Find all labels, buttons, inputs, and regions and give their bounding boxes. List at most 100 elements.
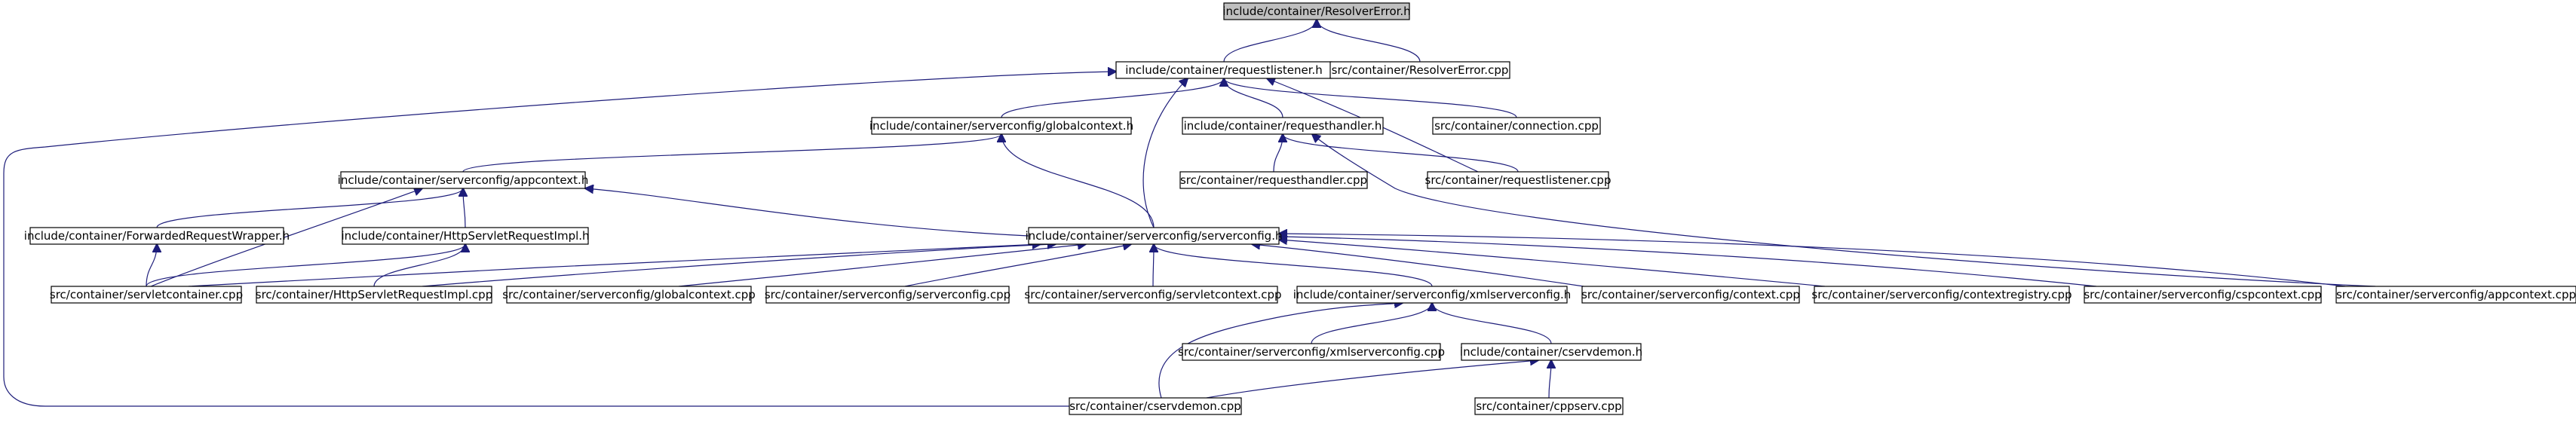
edge-servletcontainer_cpp-to-appctx_h xyxy=(150,188,422,287)
edge-context_cpp-to-serverconfig_h xyxy=(1252,244,1584,287)
node-label: src/container/cservdemon.cpp xyxy=(1069,399,1241,413)
node-label: src/container/connection.cpp xyxy=(1434,119,1599,133)
edge-servletctx_cpp-to-serverconfig_h xyxy=(1153,244,1154,287)
edge-httpreq_cpp-to-serverconfig_h xyxy=(422,244,1056,287)
edge-xmlconfig_cpp-to-xmlconfig_h xyxy=(1311,303,1432,344)
edge-reqlistener_cpp-to-reqlistener_h xyxy=(1267,78,1479,173)
node-reqhandler-h[interactable]: include/container/requesthandler.h xyxy=(1182,117,1384,135)
node-box xyxy=(1223,2,1410,20)
node-label: include/container/ForwardedRequestWrappe… xyxy=(24,229,290,243)
node-box xyxy=(1329,61,1510,79)
edge-reqhandler_h-to-reqlistener_h xyxy=(1224,78,1283,118)
node-box xyxy=(29,227,284,245)
node-box xyxy=(1432,117,1601,135)
node-label: src/container/serverconfig/context.cpp xyxy=(1581,288,1800,301)
node-label: include/container/requestlistener.h xyxy=(1125,63,1323,77)
node-label: src/container/serverconfig/servletcontex… xyxy=(1024,288,1281,301)
node-reqhandler-cpp[interactable]: src/container/requesthandler.cpp xyxy=(1179,171,1368,189)
node-serverconfig-h[interactable]: include/container/serverconfig/servercon… xyxy=(1026,227,1283,245)
edge-cservdemon_h-to-xmlconfig_h xyxy=(1432,303,1552,344)
node-xmlconfig-cpp[interactable]: src/container/serverconfig/xmlserverconf… xyxy=(1178,343,1445,361)
node-box xyxy=(1581,286,1800,304)
node-box xyxy=(1182,117,1384,135)
edge-serverconfig_h-to-appctx_h xyxy=(585,188,1029,237)
node-context-cpp[interactable]: src/container/serverconfig/context.cpp xyxy=(1581,286,1800,304)
node-appctx-cpp[interactable]: src/container/serverconfig/appcontext.cp… xyxy=(2335,286,2576,304)
edge-httpreq_h-to-appctx_h xyxy=(463,188,465,228)
node-label: include/container/serverconfig/servercon… xyxy=(1026,229,1283,243)
edge-fwdwrapper_h-to-appctx_h xyxy=(156,188,463,228)
node-label: include/container/serverconfig/appcontex… xyxy=(338,173,589,187)
node-globalctx-cpp[interactable]: src/container/serverconfig/globalcontext… xyxy=(502,286,756,304)
node-cservdemon-h[interactable]: include/container/cservdemon.h xyxy=(1460,343,1642,361)
node-label: src/container/requestlistener.cpp xyxy=(1425,173,1612,187)
node-label: include/container/serverconfig/xmlserver… xyxy=(1293,288,1572,301)
node-globalctx-h[interactable]: include/container/serverconfig/globalcon… xyxy=(869,117,1133,135)
node-appctx-h[interactable]: include/container/serverconfig/appcontex… xyxy=(338,171,589,189)
node-cppserv-cpp[interactable]: src/container/cppserv.cpp xyxy=(1474,397,1624,415)
node-cservdemon-cpp[interactable]: src/container/cservdemon.cpp xyxy=(1069,397,1242,415)
node-label: src/container/serverconfig/contextregist… xyxy=(1811,288,2072,301)
node-box xyxy=(1028,286,1278,304)
edge-cppserv_cpp-to-cservdemon_h xyxy=(1549,360,1551,399)
node-box xyxy=(2084,286,2322,304)
node-box xyxy=(506,286,752,304)
node-box xyxy=(1427,171,1609,189)
node-label: include/container/ResolverError.h xyxy=(1222,5,1410,18)
node-box xyxy=(1474,397,1624,415)
node-serverconfig-cpp[interactable]: src/container/serverconfig/serverconfig.… xyxy=(765,286,1010,304)
node-box xyxy=(51,286,242,304)
edge-reqlistener_h-to-resolver_h xyxy=(1223,20,1317,63)
node-xmlconfig-h[interactable]: include/container/serverconfig/xmlserver… xyxy=(1293,286,1572,304)
node-label: src/container/serverconfig/serverconfig.… xyxy=(765,288,1010,301)
edge-xmlconfig_h-to-serverconfig_h xyxy=(1154,244,1433,287)
edge-serverconfig_cpp-to-serverconfig_h xyxy=(904,244,1131,287)
node-fwdwrapper-h[interactable]: include/container/ForwardedRequestWrappe… xyxy=(24,227,290,245)
node-ctxregistry-cpp[interactable]: src/container/serverconfig/contextregist… xyxy=(1811,286,2072,304)
edge-appctx_h-to-globalctx_h xyxy=(462,134,1001,173)
node-resolver-cpp[interactable]: src/container/ResolverError.cpp xyxy=(1329,61,1510,79)
edge-servletcontainer_cpp-to-fwdwrapper_h xyxy=(146,244,157,287)
node-label: src/container/ResolverError.cpp xyxy=(1332,63,1509,77)
edge-httpreq_cpp-to-httpreq_h xyxy=(373,244,465,287)
node-connection-cpp[interactable]: src/container/connection.cpp xyxy=(1432,117,1601,135)
node-httpreq-cpp[interactable]: src/container/HttpServletRequestImpl.cpp xyxy=(256,286,492,304)
node-reqlistener-cpp[interactable]: src/container/requestlistener.cpp xyxy=(1425,171,1612,189)
node-reqlistener-h[interactable]: include/container/requestlistener.h xyxy=(1115,61,1332,79)
node-label: src/container/cppserv.cpp xyxy=(1476,399,1621,413)
node-servletctx-cpp[interactable]: src/container/serverconfig/servletcontex… xyxy=(1024,286,1282,304)
edge-resolver_cpp-to-resolver_h xyxy=(1317,20,1421,63)
node-box xyxy=(342,227,589,245)
node-label: src/container/serverconfig/xmlserverconf… xyxy=(1178,345,1445,359)
node-box xyxy=(256,286,492,304)
node-label: include/container/HttpServletRequestImpl… xyxy=(341,229,589,243)
edge-cservdemon_cpp-to-xmlconfig_h xyxy=(1158,303,1403,399)
node-label: include/container/serverconfig/globalcon… xyxy=(869,119,1133,133)
edge-globalctx_h-to-reqlistener_h xyxy=(1001,78,1224,118)
edge-appctx_cpp-to-serverconfig_h xyxy=(1279,234,2346,287)
edge-reqhandler_cpp-to-reqhandler_h xyxy=(1273,134,1283,173)
node-box xyxy=(871,117,1132,135)
edge-cservdemon_cpp-to-reqlistener_h xyxy=(3,72,1116,407)
node-httpreq-h[interactable]: include/container/HttpServletRequestImpl… xyxy=(341,227,590,245)
node-box xyxy=(1296,286,1568,304)
node-servletcontainer-cpp[interactable]: src/container/servletcontainer.cpp xyxy=(50,286,243,304)
edge-globalctx_cpp-to-serverconfig_h xyxy=(678,244,1086,287)
node-label: src/container/serverconfig/appcontext.cp… xyxy=(2336,288,2576,301)
edge-cservdemon_cpp-to-cservdemon_h xyxy=(1206,360,1538,399)
node-cspctx-cpp[interactable]: src/container/serverconfig/cspcontext.cp… xyxy=(2084,286,2322,304)
node-resolver-h[interactable]: include/container/ResolverError.h xyxy=(1222,2,1411,20)
edge-appctx_cpp-to-reqhandler_h xyxy=(1312,134,2376,287)
node-box xyxy=(1814,286,2070,304)
edge-connection_cpp-to-reqlistener_h xyxy=(1224,78,1517,118)
node-label: src/container/serverconfig/globalcontext… xyxy=(502,288,756,301)
node-box xyxy=(1069,397,1242,415)
nodes-layer: include/container/ResolverError.h include… xyxy=(24,2,2576,415)
edge-servletcontainer_cpp-to-httpreq_h xyxy=(146,244,465,287)
node-box xyxy=(340,171,586,189)
node-label: include/container/cservdemon.h xyxy=(1460,345,1642,359)
node-label: src/container/servletcontainer.cpp xyxy=(50,288,243,301)
node-box xyxy=(1028,227,1280,245)
edge-cspctx_cpp-to-serverconfig_h xyxy=(1279,237,2097,287)
